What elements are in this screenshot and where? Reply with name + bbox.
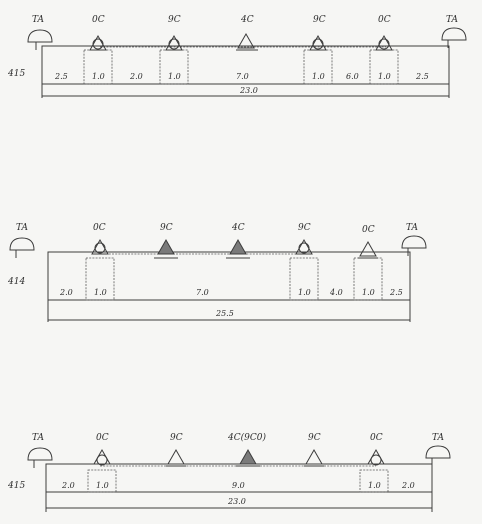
support-triangle-icon	[91, 238, 109, 255]
segment-length: 7.0	[196, 288, 209, 297]
support-label: 9C	[160, 223, 173, 233]
end-label-left: TA	[16, 223, 29, 233]
segment-length: 2.0	[401, 481, 415, 490]
segment-length: 2.0	[129, 72, 143, 81]
segment-length: 4.0	[329, 288, 343, 297]
support-label: 0C	[92, 15, 105, 25]
row-label: 414	[7, 277, 25, 287]
segment-length: 2.0	[61, 481, 75, 490]
segment-length: 1.0	[94, 288, 107, 297]
support-triangle-icon	[295, 238, 313, 255]
segment-length: 2.5	[415, 72, 429, 81]
end-anchor-right-icon	[425, 445, 451, 466]
segment-length: 6.0	[346, 72, 359, 81]
segment-length: 1.0	[378, 72, 391, 81]
support-triangle-icon	[165, 34, 183, 51]
end-label-right: TA	[446, 15, 459, 25]
segment-length: 2.0	[59, 288, 73, 297]
support-triangle-icon	[367, 448, 385, 466]
row-label: 415	[7, 481, 25, 491]
end-anchor-left-icon	[27, 447, 53, 468]
support-label: 4C	[231, 223, 245, 233]
segment-length: 1.0	[92, 72, 105, 81]
total-length: 23.0	[227, 497, 246, 506]
end-label-left: TA	[32, 15, 45, 25]
segment-length: 1.0	[298, 288, 311, 297]
support-triangle-icon	[358, 240, 378, 259]
segment-length: 9.0	[232, 481, 245, 490]
end-label-left: TA	[32, 433, 45, 443]
support-triangle-icon	[93, 448, 111, 466]
support-label: 0C	[378, 15, 391, 25]
support-block	[87, 469, 117, 493]
support-label: 9C	[168, 15, 181, 25]
support-block	[359, 469, 389, 493]
support-label: 9C	[313, 15, 326, 25]
segment-length: 2.5	[389, 288, 403, 297]
support-block	[85, 257, 115, 301]
support-triangle-icon	[154, 238, 178, 259]
beam-body	[45, 463, 433, 493]
support-label: 4C(9C0)	[227, 432, 266, 443]
end-anchor-right-icon	[401, 235, 427, 256]
total-length: 25.5	[215, 309, 234, 318]
support-label: 0C	[370, 433, 383, 443]
segment-length: 1.0	[312, 72, 325, 81]
segment-length: 1.0	[362, 288, 375, 297]
segment-length: 1.0	[96, 481, 109, 490]
support-triangle-icon	[236, 32, 258, 51]
support-triangle-icon	[89, 34, 107, 51]
end-anchor-right-icon	[441, 27, 467, 48]
support-label: 0C	[93, 223, 106, 233]
support-label: 9C	[298, 223, 311, 233]
segment-length: 2.5	[54, 72, 68, 81]
end-anchor-left-icon	[27, 29, 53, 50]
panel-bottom: TA TA 415 0C 9C 4C(9C0) 9C 0C 2.0 1.0 9.…	[7, 432, 451, 512]
total-length: 23.0	[239, 86, 258, 95]
end-label-right: TA	[406, 223, 419, 233]
row-label: 415	[7, 69, 25, 79]
support-label: 9C	[170, 433, 183, 443]
panel-top: TA TA 415 0C 9C 4C 9C 0C 2.5 1.0 2.0 1.0…	[7, 15, 467, 98]
end-label-right: TA	[432, 433, 445, 443]
support-triangle-icon	[166, 448, 186, 467]
support-block	[289, 257, 319, 301]
support-triangle-icon	[375, 34, 393, 51]
segment-length: 7.0	[236, 72, 249, 81]
segment-length: 1.0	[168, 72, 181, 81]
support-triangle-icon	[236, 448, 260, 467]
support-triangle-icon	[304, 448, 324, 467]
support-label: 0C	[96, 433, 109, 443]
beam-body	[47, 251, 411, 301]
panel-middle: TA TA 414 0C 9C 4C 9C 0C 2.0 1.0 7.0 1.0…	[7, 223, 427, 322]
support-label: 0C	[362, 225, 375, 235]
support-label: 9C	[308, 433, 321, 443]
beam-body	[41, 45, 450, 85]
end-anchor-left-icon	[9, 237, 35, 258]
segment-length: 1.0	[368, 481, 381, 490]
support-triangle-icon	[226, 238, 250, 259]
support-triangle-icon	[309, 34, 327, 51]
support-label: 4C	[240, 15, 254, 25]
